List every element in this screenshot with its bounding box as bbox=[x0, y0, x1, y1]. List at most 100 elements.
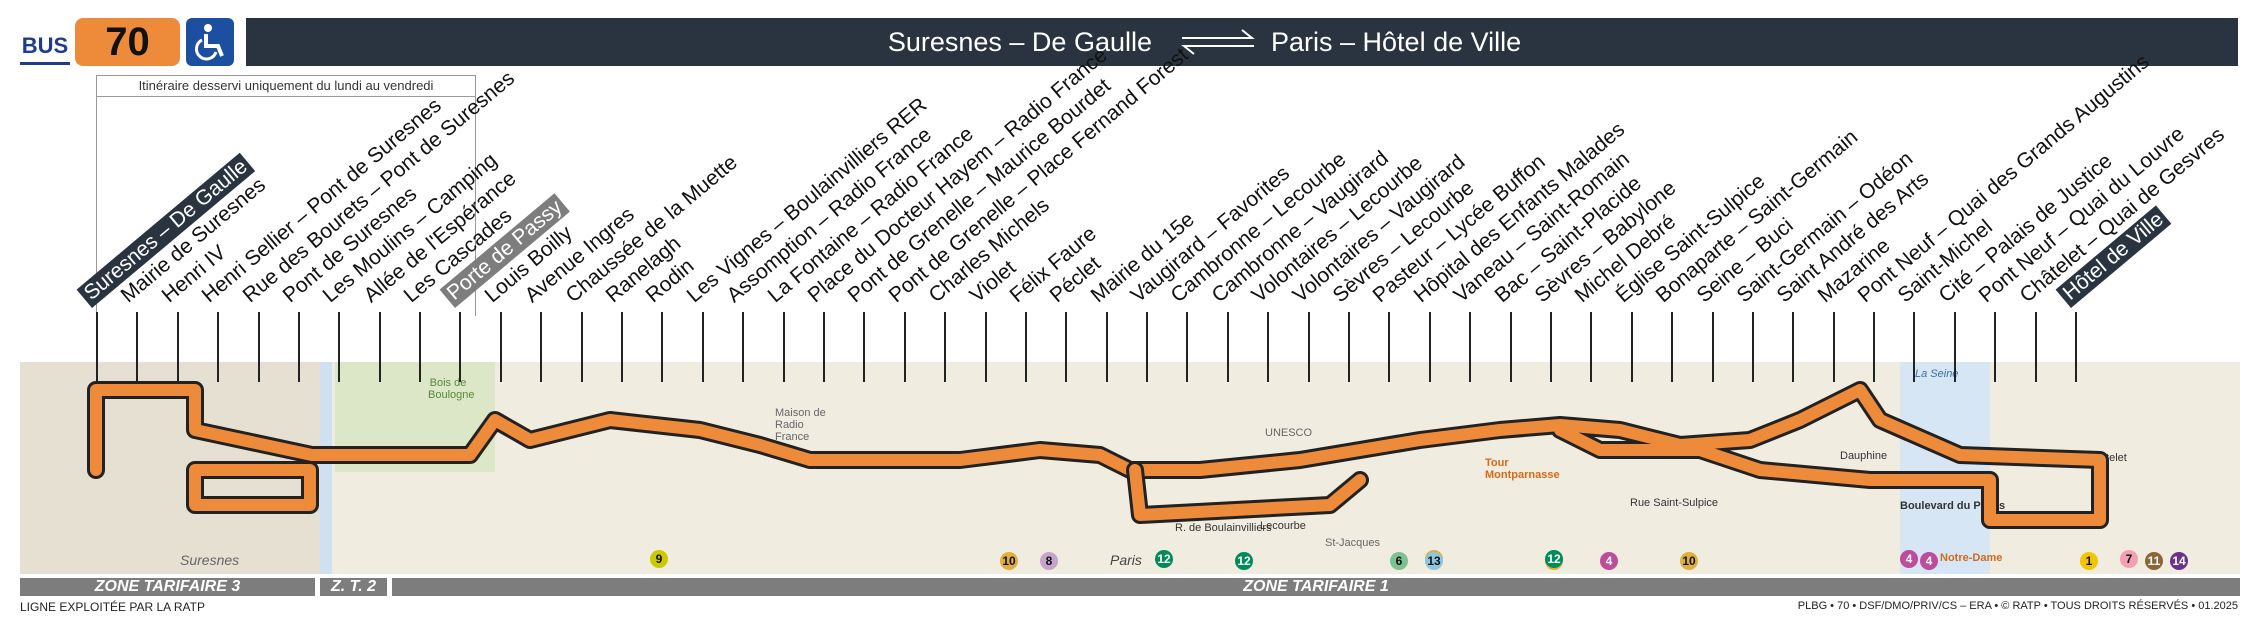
radio-france-label: Maison de Radio France bbox=[775, 407, 826, 443]
zone-3-band: ZONE TARIFAIRE 3 bbox=[20, 578, 315, 596]
metro-line-badge: 12 bbox=[1155, 550, 1173, 568]
stop-stem bbox=[1792, 312, 1794, 382]
stop-stem bbox=[1671, 312, 1673, 382]
stop-stem bbox=[1954, 312, 1956, 382]
loop-fill-suresnes bbox=[189, 464, 316, 511]
metro-line-badge: 10 bbox=[1680, 552, 1698, 570]
metro-line-badge: 13 bbox=[1425, 552, 1443, 570]
stop-stem bbox=[702, 312, 704, 382]
metro-line-badge: 14 bbox=[2170, 552, 2188, 570]
metro-line-badge: 6 bbox=[1390, 552, 1408, 570]
bidirectional-arrow-icon bbox=[1181, 29, 1255, 55]
street-saint-sulpice: Rue Saint-Sulpice bbox=[1630, 497, 1719, 509]
stop-stem bbox=[1833, 312, 1835, 382]
operator-footer: LIGNE EXPLOITÉE PAR LA RATP bbox=[20, 600, 205, 614]
stop-stem bbox=[1873, 312, 1875, 382]
stop-stem bbox=[379, 312, 381, 382]
stop-stem bbox=[2035, 312, 2037, 382]
stop-stem bbox=[1388, 312, 1390, 382]
metro-line-badge: 1 bbox=[2080, 552, 2098, 570]
stop-stem bbox=[1712, 312, 1714, 382]
weekday-bracket bbox=[96, 96, 476, 316]
street-dauphine: Dauphine bbox=[1840, 450, 1888, 462]
stop-stem bbox=[1267, 312, 1269, 382]
loop-fill-15e bbox=[1129, 464, 1366, 521]
stop-stem bbox=[1186, 312, 1188, 382]
stop-stem bbox=[96, 312, 98, 382]
stop-stem bbox=[904, 312, 906, 382]
zone-2-band: Z. T. 2 bbox=[320, 578, 387, 596]
stop-stem bbox=[1913, 312, 1915, 382]
stop-stem bbox=[1429, 312, 1431, 382]
origin-terminus: Suresnes – De Gaulle bbox=[887, 27, 1152, 57]
stop-stem bbox=[581, 312, 583, 382]
stop-stem bbox=[177, 312, 179, 382]
tour-montparnasse-label: Tour Montparnasse bbox=[1485, 457, 1560, 481]
street-lecourbe: Lecourbe bbox=[1260, 520, 1306, 532]
metro-line-badge: 12 bbox=[1235, 552, 1253, 570]
stop-stem bbox=[1308, 312, 1310, 382]
stop-stem bbox=[742, 312, 744, 382]
metro-line-badge: 12 bbox=[1545, 550, 1563, 568]
wheelchair-glyph bbox=[194, 24, 224, 61]
metro-line-badge: 4 bbox=[1900, 550, 1918, 568]
metro-line-badge: 4 bbox=[1600, 552, 1618, 570]
metro-line-badge: 4 bbox=[1920, 552, 1938, 570]
bois-label: Bois de Boulogne bbox=[428, 377, 475, 401]
street-boulainvilliers: R. de Boulainvilliers bbox=[1175, 522, 1272, 534]
stop-stem bbox=[985, 312, 987, 382]
stop-stem bbox=[1752, 312, 1754, 382]
stop-stem bbox=[338, 312, 340, 382]
destination-terminus: Paris – Hôtel de Ville bbox=[1271, 27, 1522, 57]
stop-stem bbox=[419, 312, 421, 382]
seine-left bbox=[320, 362, 332, 574]
stop-stem bbox=[661, 312, 663, 382]
stop-stem bbox=[1590, 312, 1592, 382]
stop-stem bbox=[1348, 312, 1350, 382]
stop-stem bbox=[621, 312, 623, 382]
metro-line-badge: 7 bbox=[2120, 550, 2138, 568]
stop-stem bbox=[459, 312, 461, 382]
metro-line-badge: 8 bbox=[1040, 552, 1058, 570]
bd-du-palais: Boulevard du Palais bbox=[1900, 500, 2006, 512]
paris-label: Paris bbox=[1110, 552, 1142, 568]
stop-stem bbox=[1025, 312, 1027, 382]
stop-stem bbox=[298, 312, 300, 382]
stop-stem bbox=[944, 312, 946, 382]
bus-mode-label: BUS bbox=[20, 30, 70, 65]
stop-stem bbox=[1146, 312, 1148, 382]
seine-right-label: La Seine bbox=[1915, 368, 1959, 380]
metro-line-badge: 10 bbox=[1000, 552, 1018, 570]
weekday-only-note: Itinéraire desservi uniquement du lundi … bbox=[96, 75, 476, 97]
stop-stem bbox=[1227, 312, 1229, 382]
stop-stem bbox=[1631, 312, 1633, 382]
metro-line-badge: 11 bbox=[2145, 552, 2163, 570]
unesco-label: UNESCO bbox=[1265, 427, 1313, 439]
route-fill bbox=[90, 384, 2106, 526]
stop-stem bbox=[2075, 312, 2077, 382]
stop-stem bbox=[863, 312, 865, 382]
stop-stem bbox=[1106, 312, 1108, 382]
stop-stem bbox=[1550, 312, 1552, 382]
stop-stem bbox=[783, 312, 785, 382]
suresnes-label: Suresnes bbox=[180, 552, 240, 568]
stop-stem bbox=[258, 312, 260, 382]
stop-stem bbox=[500, 312, 502, 382]
stop-stem bbox=[1469, 312, 1471, 382]
stop-stem bbox=[217, 312, 219, 382]
stop-stem bbox=[823, 312, 825, 382]
st-jacques-label: St-Jacques bbox=[1325, 537, 1381, 549]
copyright-footer: PLBG • 70 • DSF/DMO/PRIV/CS – ERA • © RA… bbox=[1797, 600, 2238, 612]
metro-line-badge: 9 bbox=[650, 550, 668, 568]
stop-stem bbox=[540, 312, 542, 382]
seine-right bbox=[1900, 362, 1990, 574]
zone-1-band: ZONE TARIFAIRE 1 bbox=[392, 578, 2240, 596]
wheelchair-icon bbox=[186, 18, 234, 66]
stop-stem bbox=[136, 312, 138, 382]
line-number-badge: 70 bbox=[75, 18, 180, 66]
stop-stem bbox=[1510, 312, 1512, 382]
stop-stem bbox=[1994, 312, 1996, 382]
